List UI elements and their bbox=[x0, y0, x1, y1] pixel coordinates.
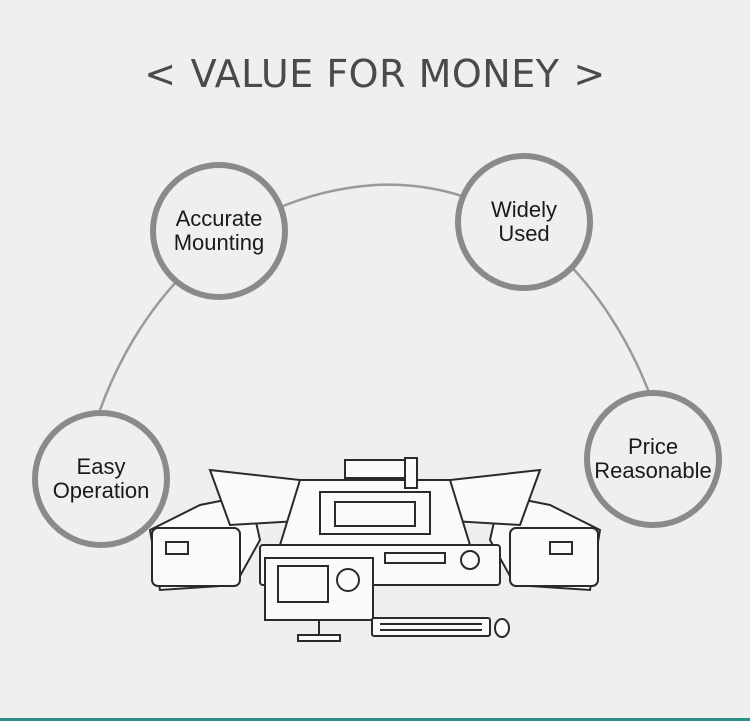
feature-easy-operation: Easy Operation bbox=[32, 410, 170, 548]
feature-line: Reasonable bbox=[594, 458, 712, 483]
feature-line: Widely bbox=[490, 197, 557, 222]
feature-price-reasonable: Price Reasonable bbox=[584, 390, 722, 528]
page-title: < VALUE FOR MONEY > bbox=[0, 52, 750, 96]
feature-line: Accurate bbox=[175, 206, 263, 231]
title-text: VALUE FOR MONEY bbox=[190, 52, 560, 96]
chevron-left-icon: < bbox=[144, 52, 177, 96]
accent-bar bbox=[0, 718, 750, 721]
smt-machine-icon bbox=[148, 457, 602, 642]
feature-line: Price bbox=[627, 434, 679, 459]
feature-widely-used: Widely Used bbox=[455, 153, 593, 291]
feature-line: Easy bbox=[76, 454, 126, 479]
feature-line: Operation bbox=[52, 478, 150, 503]
feature-line: Used bbox=[498, 221, 550, 246]
chevron-right-icon: > bbox=[573, 52, 606, 96]
feature-accurate-mounting: Accurate Mounting bbox=[150, 162, 288, 300]
feature-line: Mounting bbox=[173, 230, 265, 255]
